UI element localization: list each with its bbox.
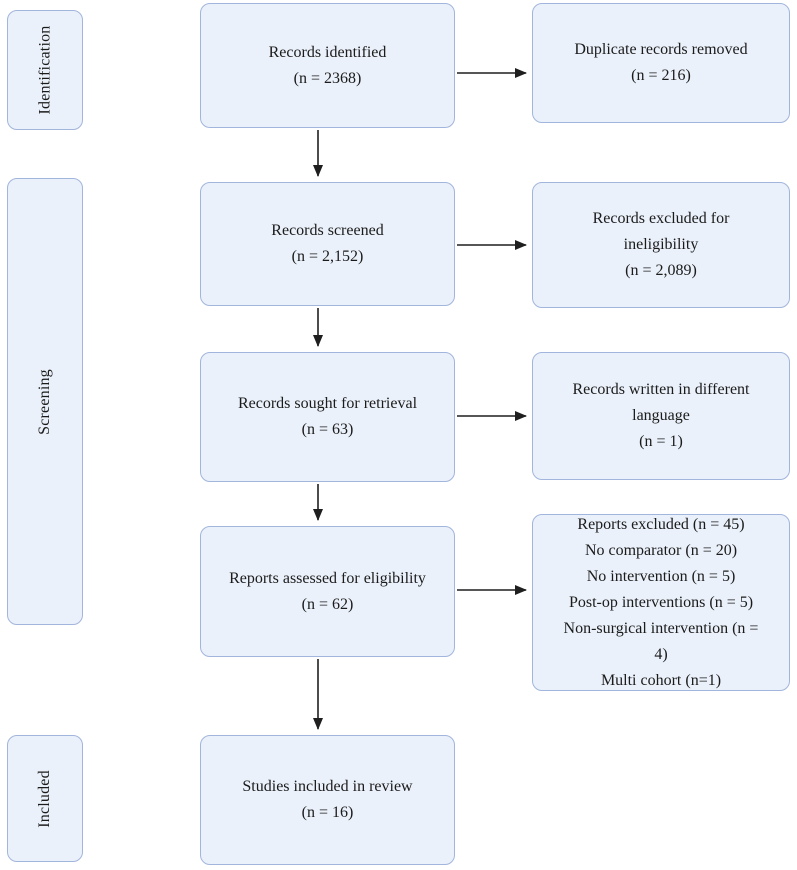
stage-included-label: Included bbox=[35, 769, 53, 828]
studies-included-box: Studies included in review (n = 16) bbox=[200, 735, 455, 865]
records-identified-title: Records identified bbox=[268, 43, 387, 61]
records-identified-count: (n = 2368) bbox=[293, 69, 362, 87]
excluded-ineligibility-title: Records excluded for ineligibility bbox=[592, 210, 730, 253]
reports-excluded-line: Reports excluded (n = 45) bbox=[577, 515, 745, 533]
stage-identification: Identification bbox=[7, 10, 83, 130]
different-language-box: Records written in different language (n… bbox=[532, 352, 790, 480]
records-sought-title: Records sought for retrieval bbox=[237, 395, 418, 412]
records-screened-title: Records screened bbox=[271, 222, 384, 239]
reports-assessed-title: Reports assessed for eligibility bbox=[229, 569, 426, 587]
excluded-ineligibility-box: Records excluded for ineligibility (n = … bbox=[532, 182, 790, 308]
studies-included-title: Studies included in review bbox=[242, 778, 413, 795]
reports-assessed-count: (n = 62) bbox=[301, 595, 354, 613]
multi-cohort-line: Multi cohort (n=1) bbox=[600, 671, 722, 689]
duplicates-removed-box: Duplicate records removed (n = 216) bbox=[532, 3, 790, 123]
studies-included-count: (n = 16) bbox=[301, 804, 354, 821]
records-sought-count: (n = 63) bbox=[301, 421, 354, 438]
no-intervention-line: No intervention (n = 5) bbox=[586, 567, 736, 585]
stage-included: Included bbox=[7, 735, 83, 862]
records-screened-box: Records screened (n = 2,152) bbox=[200, 182, 455, 306]
records-identified-box: Records identified (n = 2368) bbox=[200, 3, 455, 128]
records-screened-count: (n = 2,152) bbox=[291, 248, 364, 265]
stage-screening-label: Screening bbox=[36, 368, 53, 435]
duplicates-removed-count: (n = 216) bbox=[631, 67, 691, 84]
different-language-title: Records written in different language bbox=[572, 381, 750, 424]
no-comparator-line: No comparator (n = 20) bbox=[584, 541, 738, 559]
duplicates-removed-title: Duplicate records removed bbox=[574, 41, 748, 58]
stage-screening: Screening bbox=[7, 178, 83, 625]
reports-assessed-box: Reports assessed for eligibility (n = 62… bbox=[200, 526, 455, 657]
different-language-count: (n = 1) bbox=[639, 433, 683, 450]
non-surgical-intervention-line: Non-surgical intervention (n = 4) bbox=[563, 619, 759, 663]
post-op-interventions-line: Post-op interventions (n = 5) bbox=[568, 593, 754, 611]
excluded-ineligibility-count: (n = 2,089) bbox=[625, 262, 697, 279]
records-sought-box: Records sought for retrieval (n = 63) bbox=[200, 352, 455, 482]
stage-identification-label: Identification bbox=[36, 25, 53, 115]
reports-excluded-box: Reports excluded (n = 45) No comparator … bbox=[532, 514, 790, 691]
